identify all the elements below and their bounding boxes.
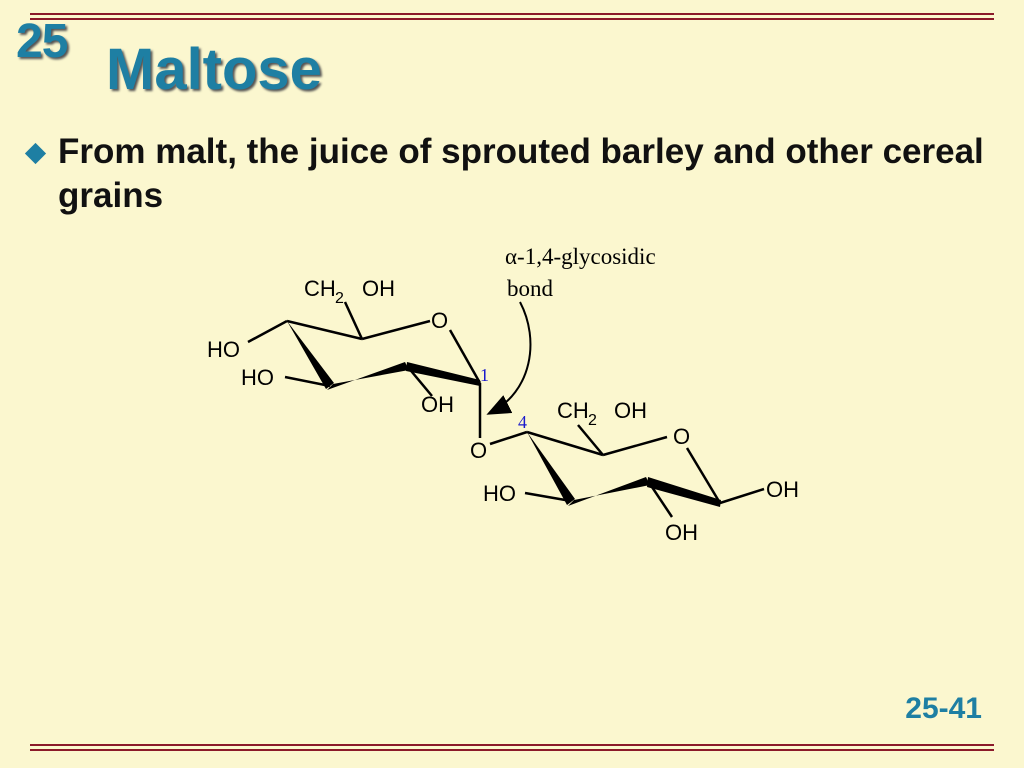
ring2-ch2-subscript: 2	[588, 412, 597, 429]
bottom-rule-1	[30, 744, 994, 746]
ring1-ch2-label: CH	[304, 276, 336, 301]
ring2-ch2oh-oh-label: OH	[614, 398, 647, 423]
ring2-ch2-label: CH	[557, 398, 589, 423]
annotation-line-1: α-1,4-glycosidic	[505, 244, 656, 269]
ring1-oxygen-label: O	[431, 308, 448, 333]
bullet-text: From malt, the juice of sprouted barley …	[58, 132, 984, 215]
ring1-ho-lower-label: HO	[241, 365, 274, 390]
annotation-line-2: bond	[507, 276, 554, 301]
carbon-4-number: 4	[518, 412, 527, 432]
ring2-ho-label: HO	[483, 481, 516, 506]
annotation-arrow	[486, 301, 532, 415]
bridge-oxygen-label: O	[470, 438, 487, 463]
ring2-oh-bottom-label: OH	[665, 520, 698, 545]
slide-title: Maltose	[106, 37, 322, 102]
ring1-ho-upper-label: HO	[207, 337, 240, 362]
ring1-ch2-subscript: 2	[335, 290, 344, 307]
chapter-number: 25	[16, 15, 68, 68]
ring2-oxygen-label: O	[673, 424, 690, 449]
ring-2	[524, 424, 765, 518]
carbon-1-number: 1	[480, 365, 489, 385]
ring-1	[247, 301, 482, 397]
bottom-rule-2	[30, 749, 994, 751]
glycosidic-bond-lower	[489, 430, 528, 446]
top-rule-1	[30, 13, 994, 15]
ring1-ch2oh-oh-label: OH	[362, 276, 395, 301]
page-number: 25-41	[905, 692, 982, 725]
ring2-oh-right-label: OH	[766, 477, 799, 502]
ring1-oh-label: OH	[421, 392, 454, 417]
top-rule-2	[30, 18, 994, 20]
